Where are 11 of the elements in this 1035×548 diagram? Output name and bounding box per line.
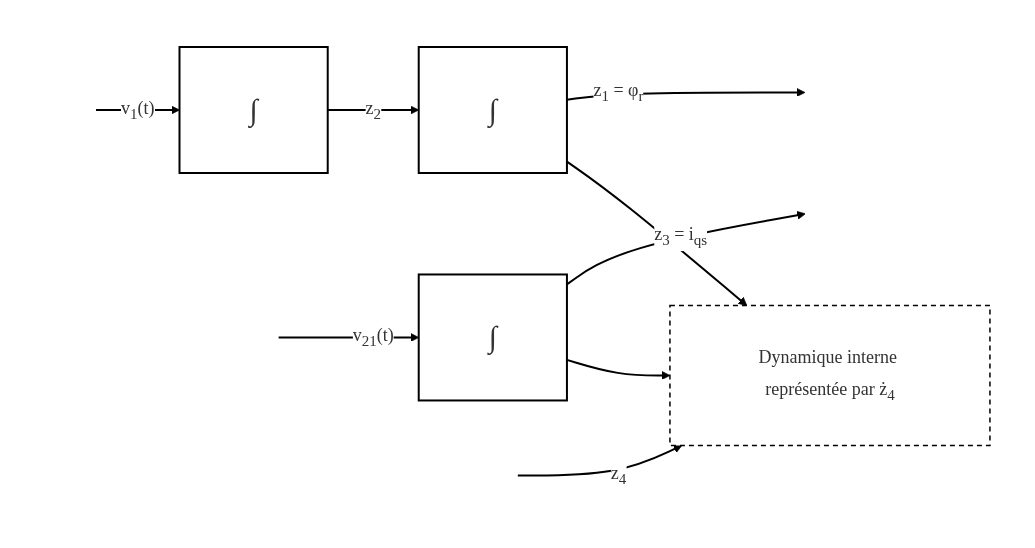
edge-label: z$_{3}$ = i$_{qs}$ [653,224,707,249]
edge-label: z$_{2}$ [365,98,381,122]
arrow [516,445,682,477]
node-box: ∫ [178,46,329,175]
edge-label: z$_{4}$ [610,463,626,488]
edge-label: v$_{21}$(t) [352,325,394,350]
node-box: Dynamique interne représentée par ż$_{4}$ [668,305,991,447]
edge-label: v$_{1}$(t) [120,98,155,122]
node-box: ∫ [417,273,568,402]
edge-label: z$_{1}$ = φ$_{r}$ [592,80,643,105]
node-box: ∫ [417,46,568,175]
